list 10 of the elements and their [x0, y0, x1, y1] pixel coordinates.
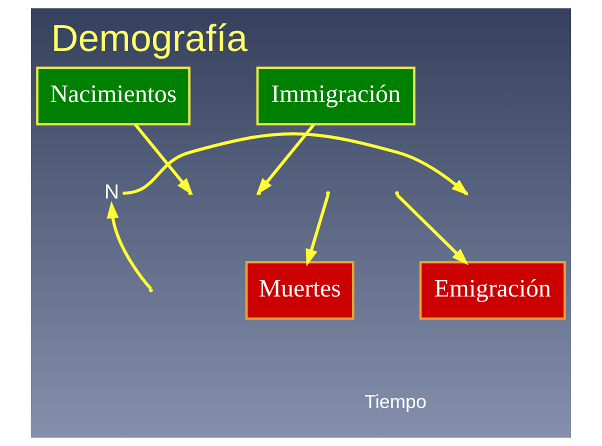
label: Tiempo: [364, 391, 426, 412]
node-box: Immigración: [256, 66, 416, 126]
arrow: [396, 194, 469, 266]
diagram-title: Demografía: [51, 16, 248, 59]
node-text: N: [104, 182, 120, 204]
node-box: Muertes: [245, 261, 354, 320]
node-box: Nacimientos: [36, 66, 190, 126]
arrow: [306, 194, 330, 266]
arrow: [106, 201, 152, 290]
node-box: Emigración: [419, 261, 566, 320]
